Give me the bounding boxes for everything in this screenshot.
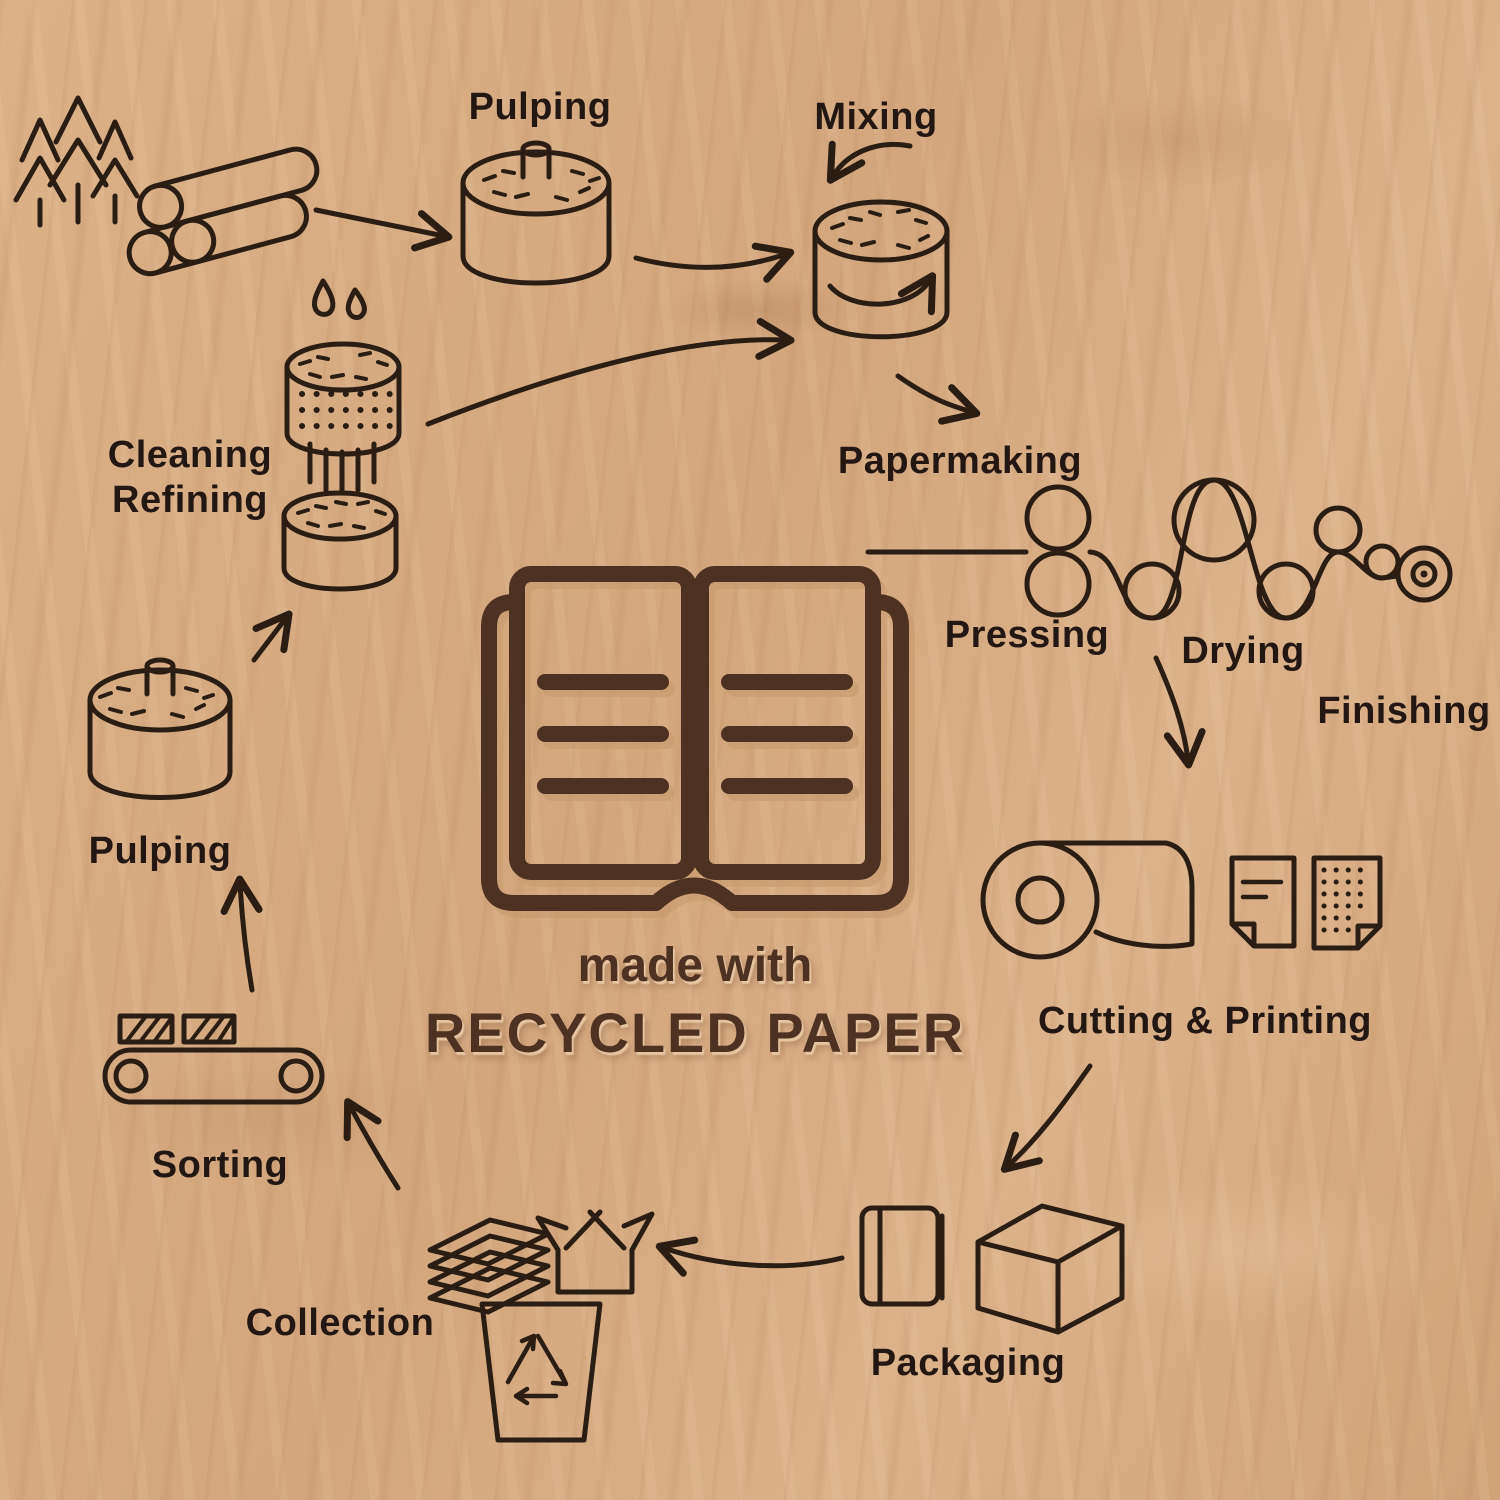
pulping-vat-icon — [87, 657, 233, 800]
paper-roll-icon — [980, 840, 1195, 960]
arrow-papermaking-to-cutting — [1153, 655, 1206, 769]
paper-machine-rollers-icon — [865, 477, 1453, 621]
open-box-icon — [535, 1209, 655, 1295]
arrow-cleaning-to-mixing — [425, 317, 795, 427]
wood-logs-icon — [126, 146, 320, 277]
arrow-logs-to-pulping — [313, 207, 453, 252]
mixing-vat-icon — [812, 199, 950, 340]
refining-vat-icon — [281, 490, 399, 592]
label-refining: Refining — [112, 479, 268, 521]
arrow-pulping-to-refining — [251, 610, 293, 663]
label-cutting-printing: Cutting & Printing — [1037, 1000, 1373, 1042]
label-sorting: Sorting — [151, 1144, 289, 1186]
book-icon — [859, 1205, 945, 1307]
label-papermaking: Papermaking — [837, 440, 1083, 482]
label-finishing: Finishing — [1317, 690, 1491, 732]
label-drying: Drying — [1181, 630, 1305, 672]
arrow-pulping-to-mixing — [633, 242, 795, 283]
water-drops-icon — [311, 278, 367, 320]
label-pressing: Pressing — [944, 614, 1110, 656]
arrow-packaging-to-collection — [655, 1236, 845, 1277]
label-mixing: Mixing — [814, 96, 938, 138]
center-made-with: made with — [577, 939, 813, 992]
center-recycled-paper: RECYCLED PAPER — [424, 1001, 966, 1064]
arrow-cutting-to-packaging — [1000, 1063, 1093, 1173]
open-book-logo-icon — [481, 566, 915, 918]
printed-sheets-icon — [1229, 855, 1383, 951]
paper-stack-icon — [427, 1217, 551, 1315]
carton-box-icon — [975, 1203, 1125, 1335]
sorting-conveyor-icon — [102, 1013, 325, 1105]
recycle-bin-icon — [479, 1301, 603, 1443]
mixing-arrow — [826, 140, 913, 184]
label-pulping-left: Pulping — [88, 830, 232, 872]
label-packaging: Packaging — [870, 1342, 1066, 1384]
label-cleaning: Cleaning — [107, 434, 273, 476]
pulping-vat-icon — [460, 140, 612, 286]
label-collection: Collection — [245, 1302, 435, 1344]
arrow-mixing-to-papermaking — [895, 373, 981, 425]
pine-trees-icon — [13, 95, 140, 228]
arrow-collection-to-sorting — [343, 1098, 401, 1191]
arrow-sorting-to-pulping — [220, 875, 263, 993]
cleaning-strainer-icon — [284, 278, 402, 495]
label-pulping-top: Pulping — [468, 86, 612, 128]
